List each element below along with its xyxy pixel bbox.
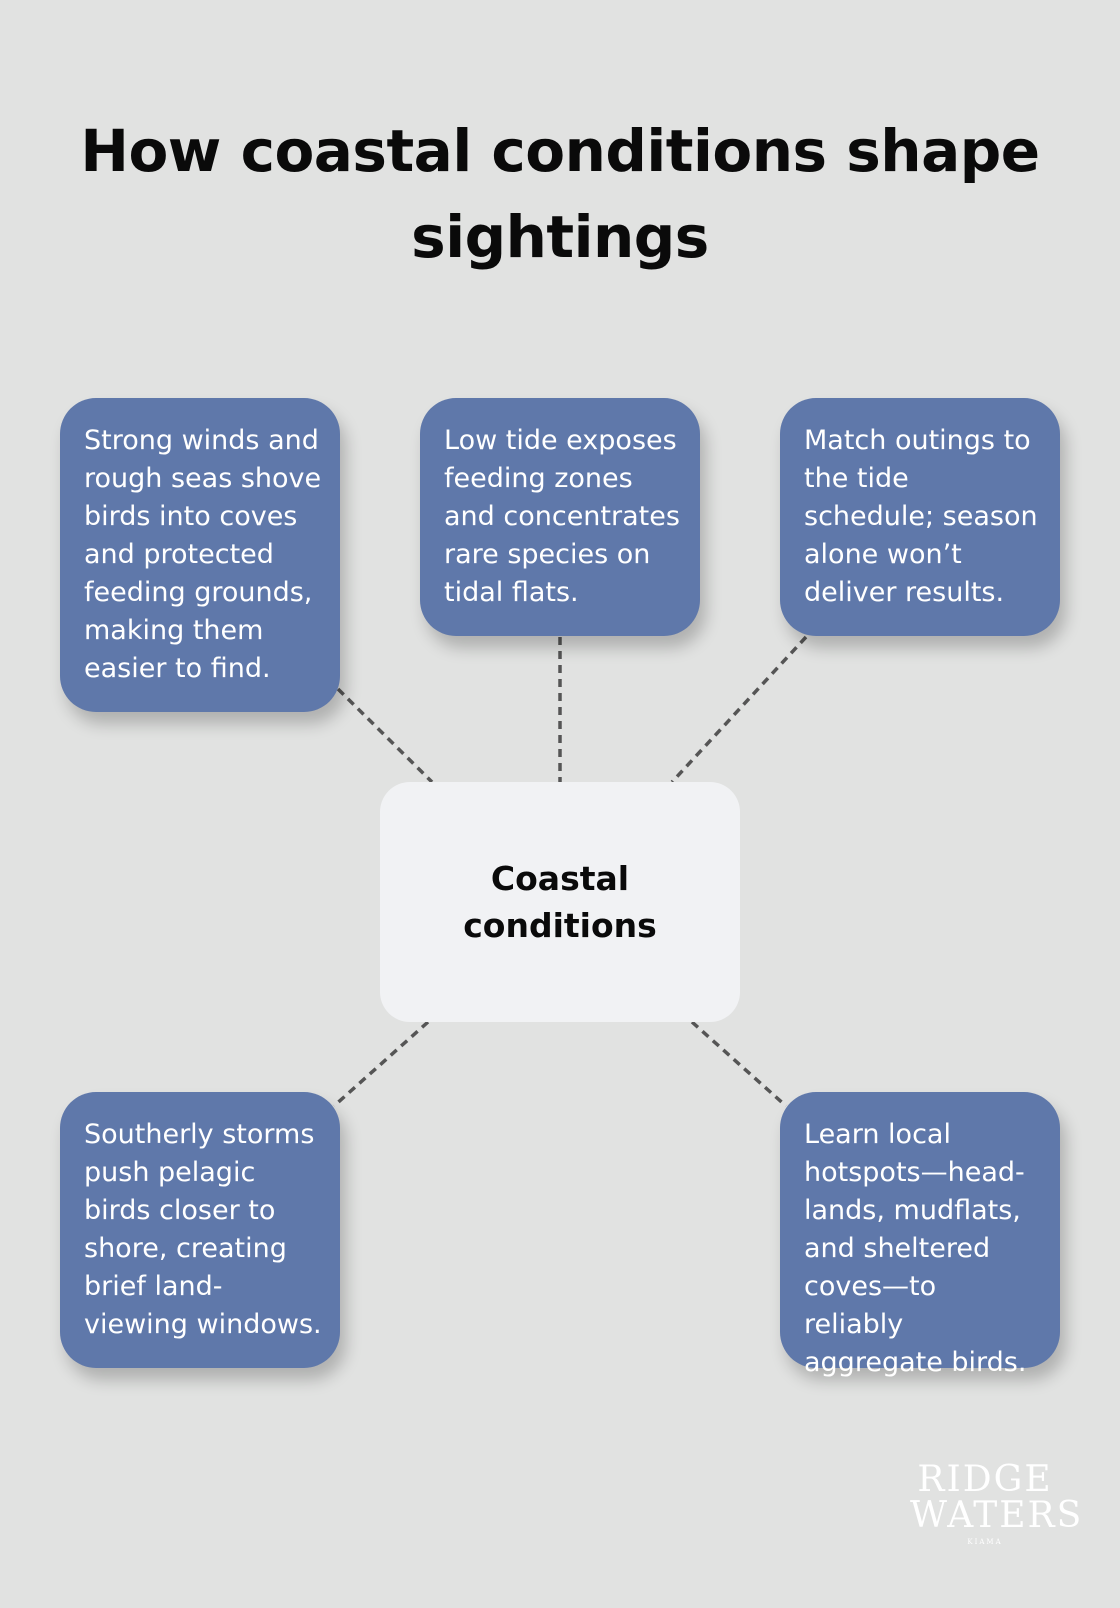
central-node-label: Coastal conditions bbox=[463, 859, 657, 945]
logo-tagline: KIAMA bbox=[967, 1538, 1003, 1546]
node-card-wind: Strong winds and rough seas shove birds … bbox=[60, 398, 340, 712]
central-node: Coastal conditions bbox=[380, 782, 740, 1022]
brand-logo: RIDGE WATERS KIAMA bbox=[910, 1459, 1084, 1548]
node-text-wind: Strong winds and rough seas shove birds … bbox=[84, 425, 322, 684]
logo-line-1: RIDGE bbox=[917, 1459, 1053, 1500]
page-title: How coastal conditions shape sightings bbox=[80, 117, 1040, 271]
node-card-hotspots: Learn local hotspots—head-lands, mudflat… bbox=[780, 1092, 1060, 1378]
logo-line-2: WATERS bbox=[910, 1495, 1084, 1536]
node-card-tide-schedule: Match outings to the tide schedule; seas… bbox=[780, 398, 1060, 636]
connector-top-left bbox=[336, 687, 434, 784]
node-text-low-tide: Low tide exposes feeding zones and conce… bbox=[444, 425, 680, 608]
connector-bottom-right bbox=[690, 1020, 788, 1108]
connector-top-right bbox=[670, 635, 808, 784]
node-text-storms: Southerly storms push pelagic birds clos… bbox=[84, 1119, 322, 1340]
node-text-hotspots: Learn local hotspots—head-lands, mudflat… bbox=[804, 1119, 1027, 1378]
node-text-tide-schedule: Match outings to the tide schedule; seas… bbox=[804, 425, 1038, 608]
node-card-low-tide: Low tide exposes feeding zones and conce… bbox=[420, 398, 700, 636]
connector-bottom-left bbox=[332, 1020, 430, 1108]
node-card-storms: Southerly storms push pelagic birds clos… bbox=[60, 1092, 340, 1368]
